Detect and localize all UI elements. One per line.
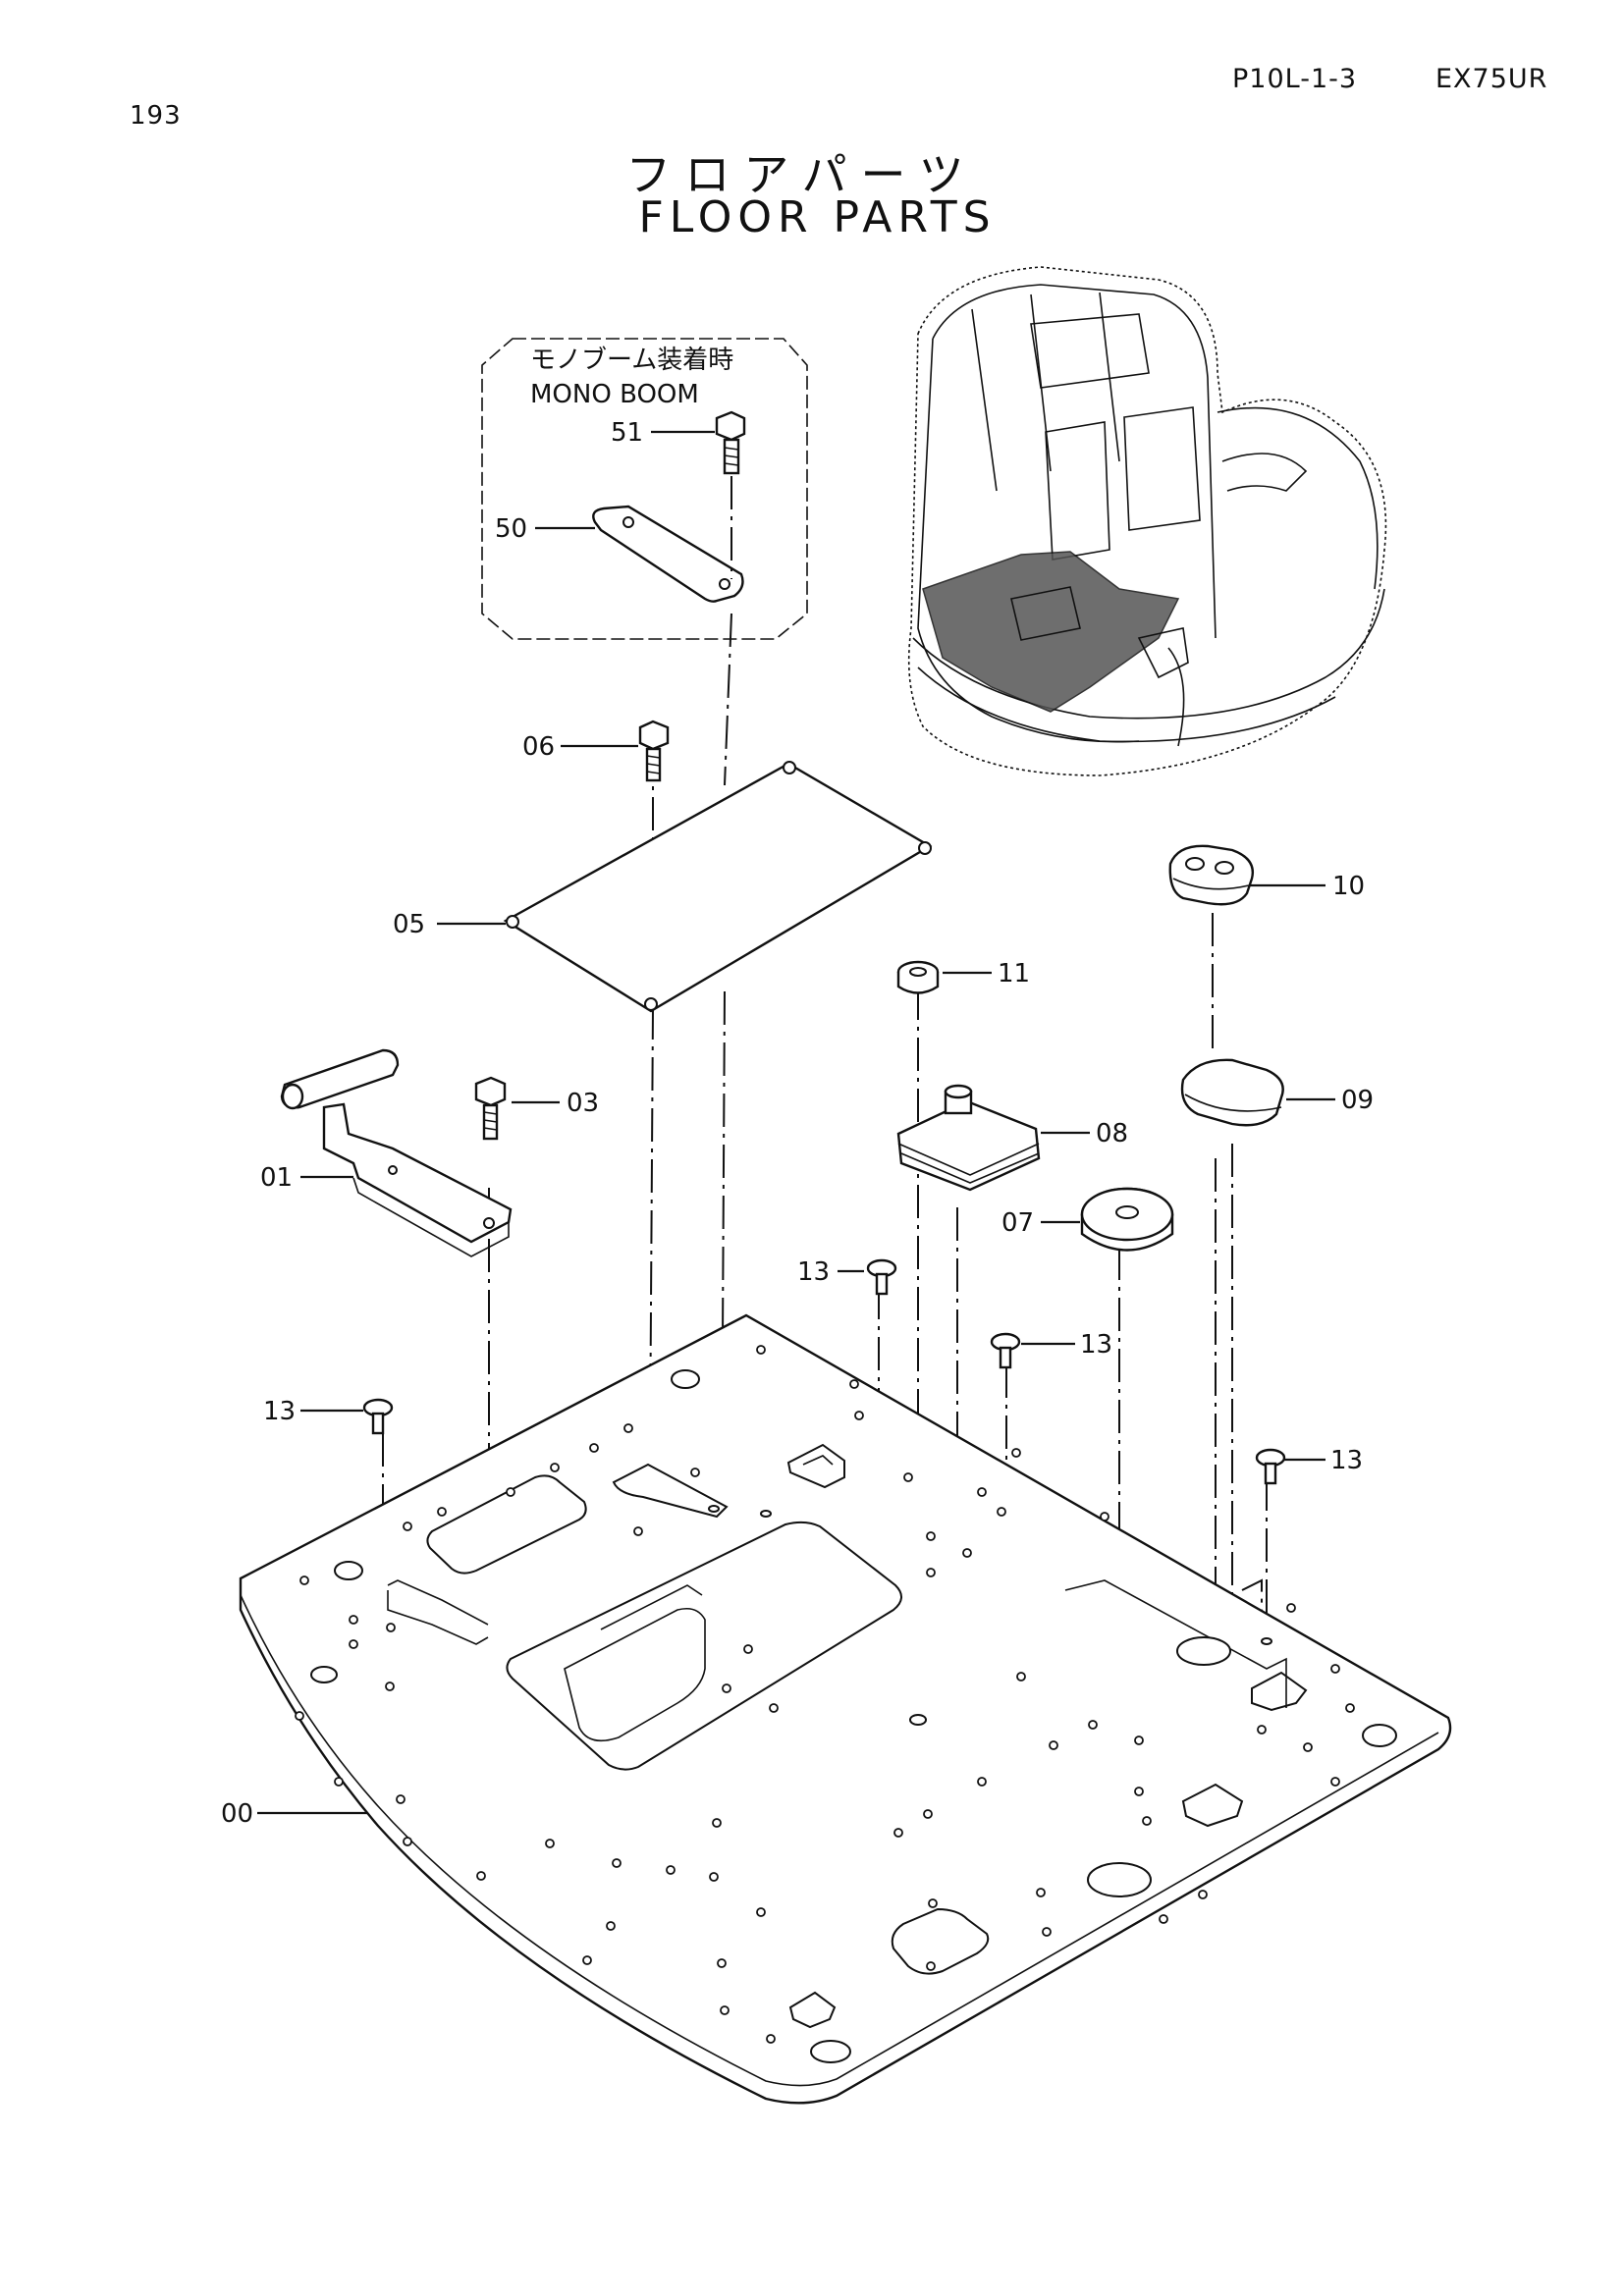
callout-03: 03 [567, 1089, 599, 1118]
part-08-cover [896, 1084, 1041, 1192]
page-number: 193 [130, 101, 182, 131]
callout-13-b: 13 [1080, 1330, 1112, 1360]
callout-50: 50 [495, 514, 527, 544]
callout-00: 00 [221, 1799, 253, 1829]
part-06-bolt [638, 720, 670, 782]
callout-51: 51 [611, 418, 643, 448]
callout-13-a: 13 [797, 1257, 830, 1287]
callout-13-c: 13 [263, 1397, 296, 1426]
part-09-pad [1180, 1058, 1284, 1127]
part-07-grommet [1080, 1187, 1174, 1252]
part-13-screw-a [866, 1258, 897, 1296]
model-code: EX75UR [1435, 64, 1548, 94]
part-05-cover-plate [503, 761, 933, 1013]
sheet-code: P10L-1-3 [1232, 64, 1358, 94]
mono-boom-inset: モノブーム装着時 MONO BOOM [481, 338, 808, 640]
callout-01: 01 [260, 1163, 293, 1193]
callout-08: 08 [1096, 1119, 1128, 1148]
callout-05: 05 [393, 910, 425, 939]
part-03-bolt [474, 1076, 507, 1141]
callout-13-d: 13 [1330, 1446, 1363, 1475]
callout-11: 11 [998, 959, 1030, 988]
part-51-bolt [715, 410, 746, 475]
page-title-japanese: フロアパーツ [625, 148, 978, 201]
part-10-double-grommet [1168, 844, 1254, 906]
part-50-plate [592, 505, 744, 603]
inset-label-english: MONO BOOM [530, 380, 699, 409]
callout-leaders [257, 430, 1335, 1815]
callout-07: 07 [1001, 1208, 1034, 1238]
part-13-screw-d [1255, 1448, 1286, 1485]
part-11-grommet [896, 960, 940, 994]
page-title-english: FLOOR PARTS [638, 192, 997, 242]
excavator-overview-illustration [907, 266, 1387, 776]
callout-10: 10 [1332, 872, 1365, 901]
part-00-floor-plate [239, 1313, 1452, 2105]
inset-label-japanese: モノブーム装着時 [530, 346, 733, 375]
part-01-handle [280, 1048, 513, 1257]
callout-09: 09 [1341, 1086, 1374, 1115]
callout-06: 06 [522, 732, 555, 762]
part-13-screw-b [990, 1332, 1021, 1369]
part-13-screw-c [362, 1398, 394, 1435]
callout-labels: 51 50 06 05 03 01 11 10 09 08 07 13 13 1… [221, 418, 1374, 1829]
